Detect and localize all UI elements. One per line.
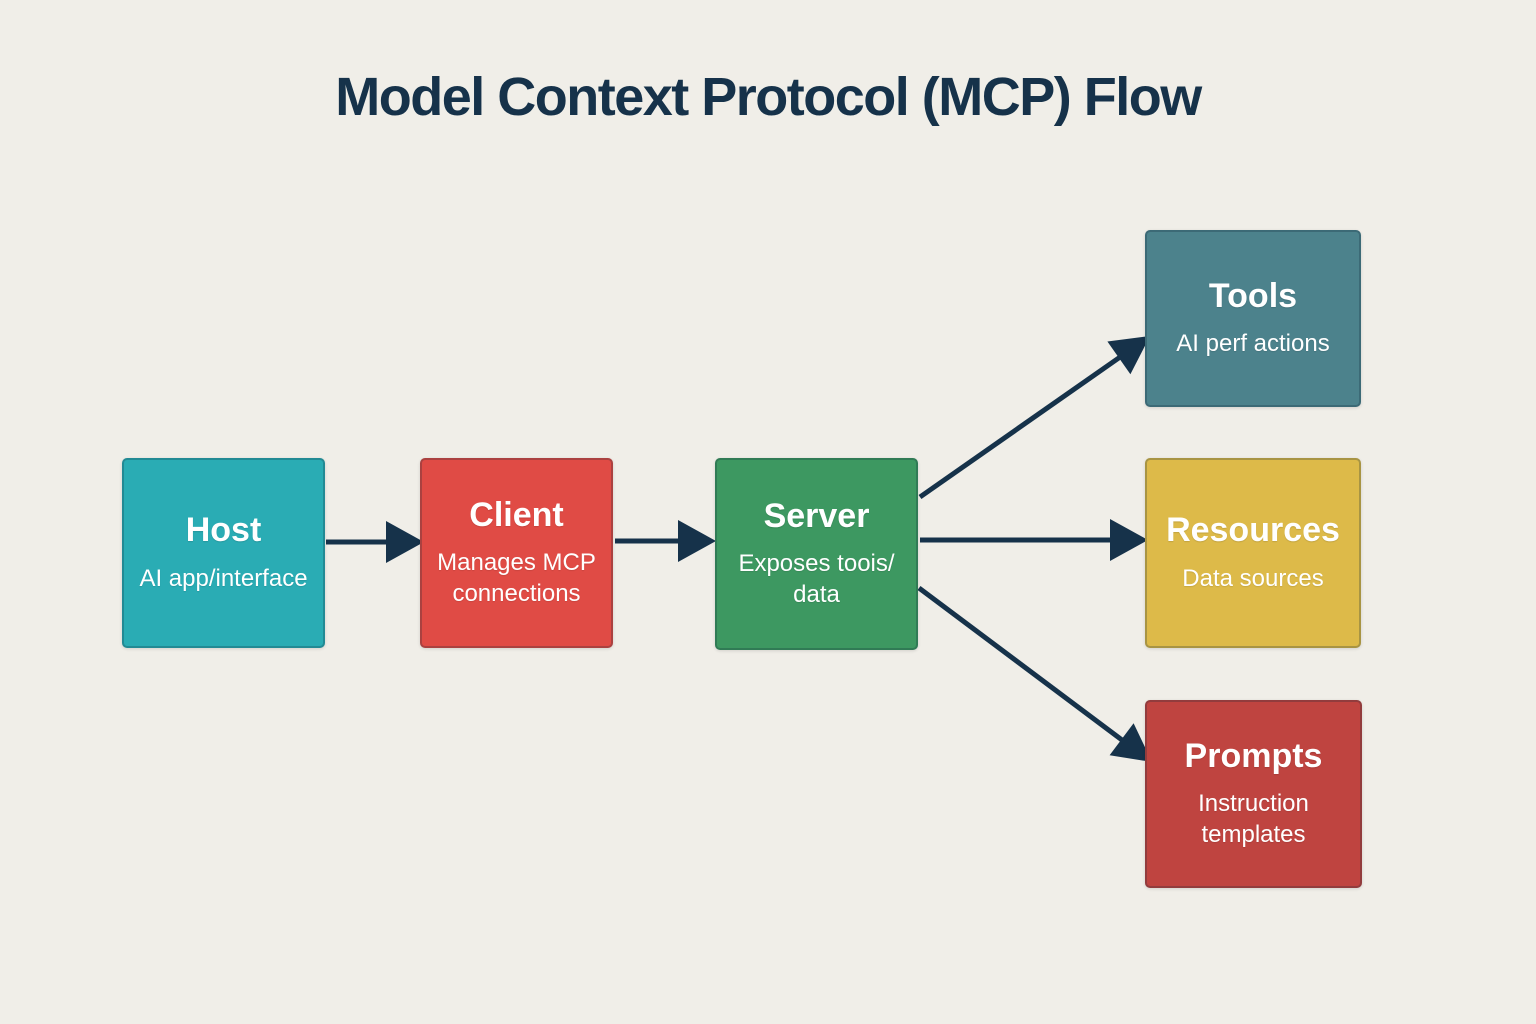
node-resources-label: Resources — [1166, 511, 1340, 550]
node-resources: Resources Data sources — [1145, 458, 1361, 648]
arrow-client-to-server — [615, 520, 716, 562]
node-tools-label: Tools — [1208, 276, 1298, 315]
node-server-sublabel: Exposes toois/ data — [738, 550, 895, 609]
node-tools-sublabel: AI perf actions — [1176, 330, 1330, 358]
node-host-label: Host — [185, 511, 262, 550]
node-client-sublabel: Manages MCP connections — [437, 549, 596, 608]
arrow-server-to-tools — [918, 336, 1150, 500]
node-client: Client Manages MCP connections — [420, 458, 613, 648]
arrow-host-to-client — [326, 521, 424, 563]
node-server: Server Exposes toois/ data — [715, 458, 918, 650]
node-prompts-label: Prompts — [1184, 736, 1323, 775]
arrow-server-to-resources — [920, 519, 1148, 561]
node-server-label: Server — [763, 496, 870, 535]
node-prompts: Prompts Instruction templates — [1145, 700, 1362, 888]
node-resources-sublabel: Data sources — [1182, 564, 1324, 592]
node-host: Host AI app/interface — [122, 458, 325, 648]
node-host-sublabel: AI app/interface — [139, 564, 308, 592]
node-client-label: Client — [469, 495, 564, 534]
node-prompts-sublabel: Instruction templates — [1198, 790, 1309, 849]
node-tools: Tools AI perf actions — [1145, 230, 1361, 407]
arrow-server-to-prompts — [917, 585, 1152, 762]
diagram-title: Model Context Protocol (MCP) Flow — [335, 67, 1202, 127]
